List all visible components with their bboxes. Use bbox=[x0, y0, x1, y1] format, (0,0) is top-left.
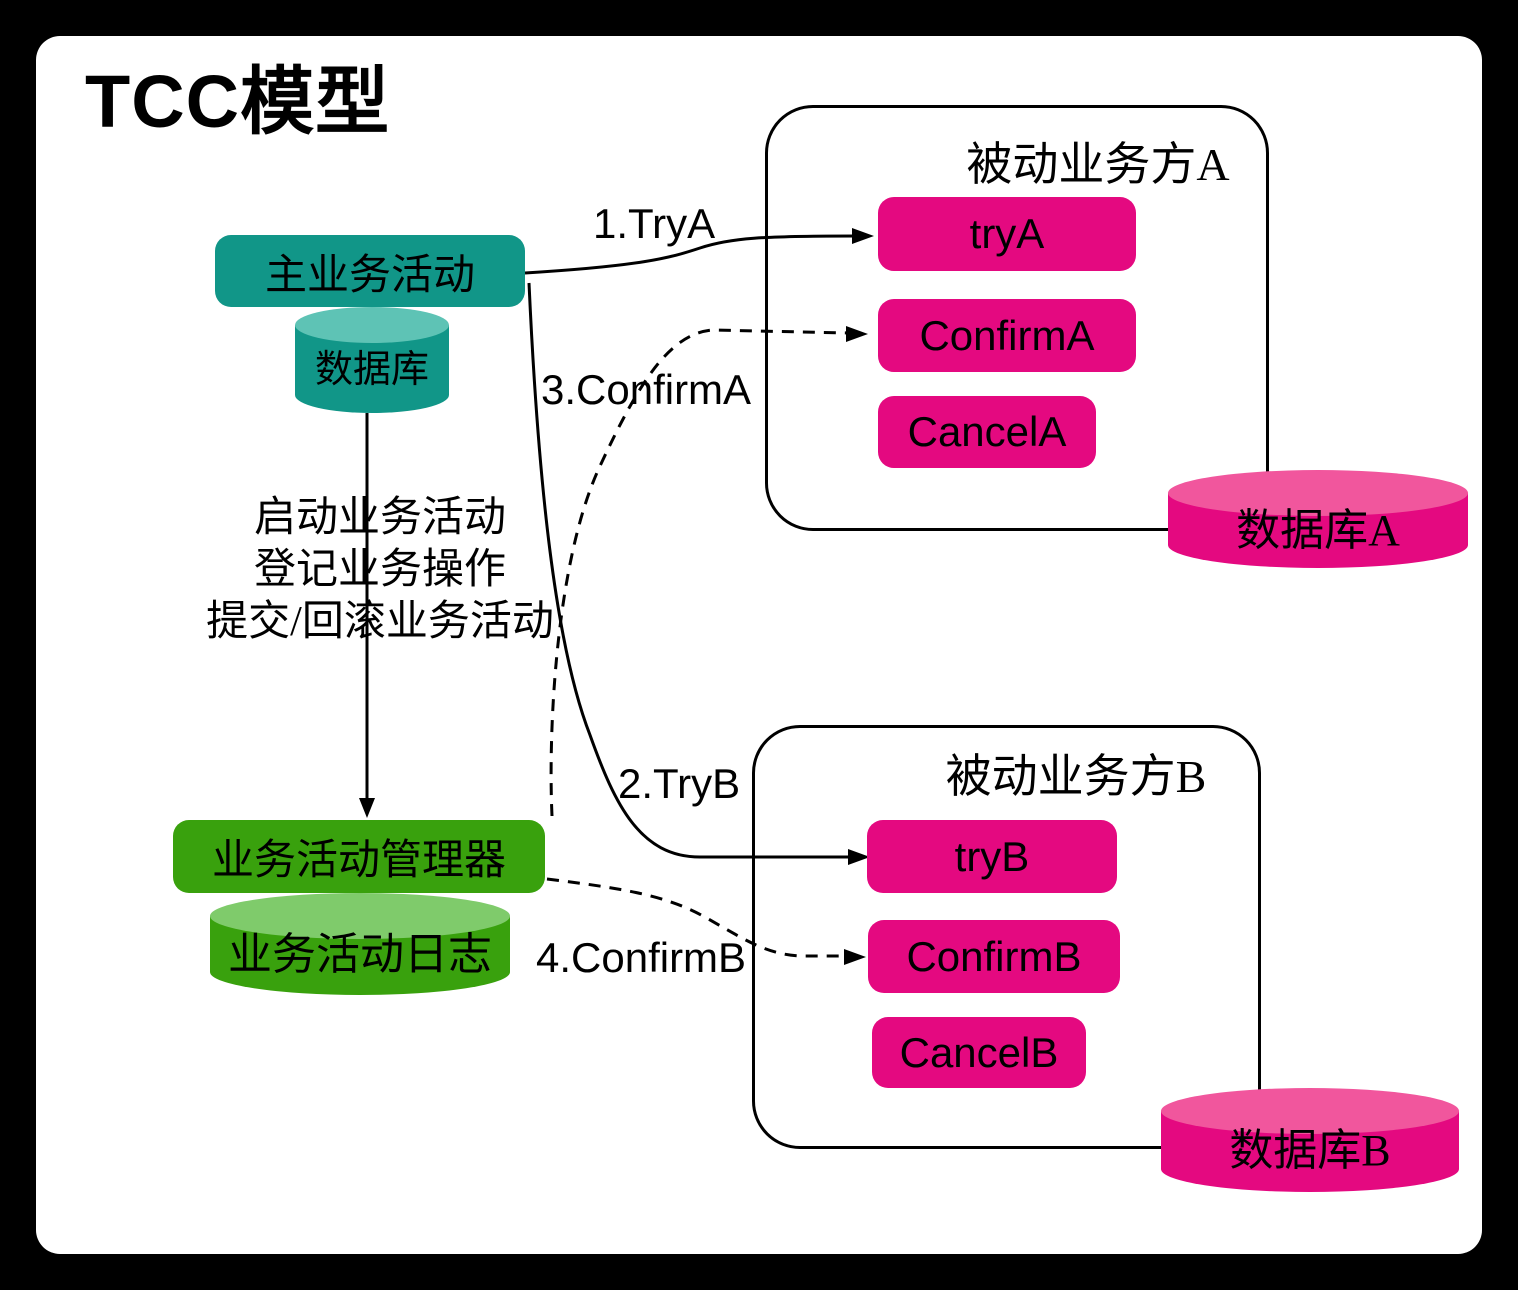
group-passive-party-a bbox=[765, 105, 1269, 531]
page-title: TCC模型 bbox=[85, 60, 391, 143]
edge-confirm-a-line bbox=[549, 328, 849, 817]
manager-note: 启动业务活动 登记业务操作 提交/回滚业务活动 bbox=[190, 492, 570, 648]
button-try-b: tryB bbox=[867, 820, 1117, 893]
edge-confirm-b-arrowhead bbox=[844, 949, 866, 965]
node-activity-manager: 业务活动管理器 bbox=[173, 820, 545, 893]
button-try-a-label: tryA bbox=[969, 210, 1045, 257]
button-cancel-b-label: CancelB bbox=[899, 1028, 1059, 1076]
button-cancel-a: CancelA bbox=[878, 396, 1096, 468]
edge-confirm-b-line bbox=[546, 877, 846, 958]
button-confirm-a: ConfirmA bbox=[878, 299, 1136, 372]
activity-log-label: 业务活动日志 bbox=[228, 930, 492, 979]
group-passive-party-b bbox=[752, 725, 1261, 1149]
manager-note-line-3: 提交/回滚业务活动 bbox=[206, 599, 554, 645]
node-main-activity: 主业务活动 bbox=[215, 235, 525, 307]
activity-log-cylinder bbox=[210, 893, 510, 995]
edge-label-confirm-b: 4.ConfirmB bbox=[536, 934, 747, 981]
edge-try-b-line bbox=[527, 282, 854, 859]
group-title-passive-party-a: 被动业务方A bbox=[966, 139, 1230, 190]
db-b-label: 数据库B bbox=[1229, 1126, 1391, 1175]
manager-note-line-2: 登记业务操作 bbox=[253, 547, 506, 593]
db-a-cylinder bbox=[1168, 470, 1468, 568]
db-b-cylinder bbox=[1161, 1088, 1459, 1192]
button-confirm-a-label: ConfirmA bbox=[919, 311, 1095, 359]
edge-try-a-arrowhead bbox=[852, 228, 874, 244]
button-cancel-a-label: CancelA bbox=[907, 408, 1067, 455]
edge-confirm-a-arrowhead bbox=[846, 326, 868, 342]
button-cancel-b: CancelB bbox=[872, 1017, 1086, 1088]
edge-try-b-arrowhead bbox=[848, 849, 870, 865]
button-confirm-b-label: ConfirmB bbox=[906, 932, 1082, 980]
edge-try-a-line bbox=[524, 234, 857, 275]
node-main-activity-label: 主业务活动 bbox=[264, 252, 475, 299]
edge-label-try-a: 1.TryA bbox=[593, 200, 716, 247]
button-try-a: tryA bbox=[878, 197, 1136, 271]
group-title-passive-party-b: 被动业务方B bbox=[945, 751, 1207, 802]
manager-note-line-1: 启动业务活动 bbox=[253, 495, 506, 541]
main-db-label: 数据库 bbox=[314, 349, 429, 391]
edge-label-confirm-a: 3.ConfirmA bbox=[541, 366, 752, 413]
edge-label-try-b: 2.TryB bbox=[618, 760, 741, 807]
main-db-cylinder bbox=[295, 307, 449, 413]
edge-manager-arrowhead bbox=[359, 798, 375, 818]
node-activity-manager-label: 业务活动管理器 bbox=[211, 838, 506, 884]
button-confirm-b: ConfirmB bbox=[868, 920, 1120, 993]
db-a-label: 数据库A bbox=[1236, 506, 1400, 555]
button-try-b-label: tryB bbox=[954, 832, 1030, 880]
